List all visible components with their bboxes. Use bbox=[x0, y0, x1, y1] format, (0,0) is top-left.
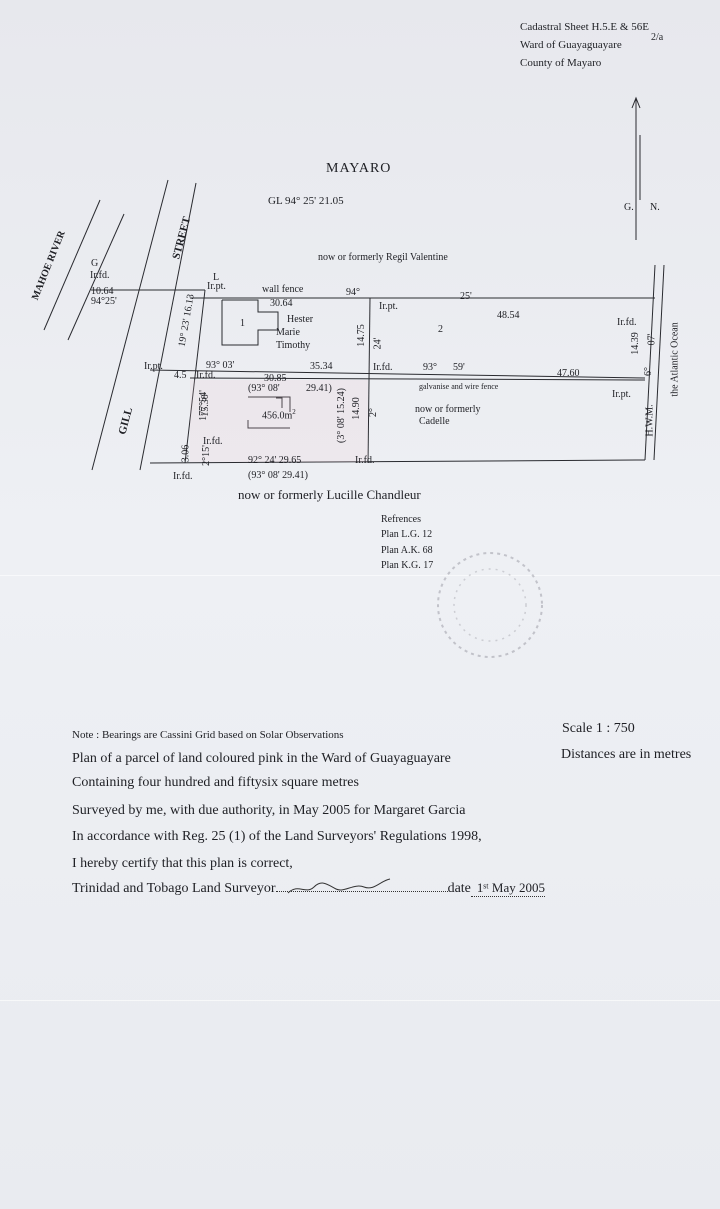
bearing-label: 93° 03' bbox=[206, 360, 235, 371]
river-bank-left bbox=[43, 199, 101, 331]
distance-label: 10.64 bbox=[91, 286, 114, 297]
survey-plan-drawing bbox=[43, 96, 665, 471]
lot-number-2: 2 bbox=[438, 324, 443, 335]
bearing-label: 92° 24' 29.65 bbox=[248, 455, 302, 466]
cadastral-sheet: Cadastral Sheet H.5.E & 56E bbox=[520, 21, 649, 33]
faded-stamp bbox=[437, 552, 543, 658]
distances-note: Distances are in metres bbox=[561, 747, 692, 762]
north-n: N. bbox=[650, 202, 660, 213]
date-value: 1ˢᵗ May 2005 bbox=[470, 880, 545, 897]
distance-label: 47.60 bbox=[557, 368, 580, 379]
owner-name-2: Marie bbox=[276, 327, 300, 338]
signature-line bbox=[275, 878, 448, 894]
iron-found-label: Ir.fd. bbox=[373, 362, 393, 373]
certificate-line-1: Plan of a parcel of land coloured pink i… bbox=[72, 751, 451, 766]
iron-pin-label: Ir.pt. bbox=[144, 361, 163, 372]
owner-name-1: Hester bbox=[287, 314, 314, 325]
bearings-note: Note : Bearings are Cassini Grid based o… bbox=[72, 729, 344, 741]
bearing-label: (93° 08' 29.41) bbox=[248, 470, 308, 481]
bearing-label: (3° 08' 15.24) bbox=[335, 388, 347, 443]
bearing-label: 93° bbox=[423, 362, 437, 373]
iron-found-label: Ir.fd. bbox=[355, 455, 375, 466]
bearing-label: 6° bbox=[643, 367, 654, 376]
neighbor-east-1: now or formerly bbox=[415, 404, 481, 415]
lot-number-1: 1 bbox=[240, 318, 245, 329]
county: County of Mayaro bbox=[520, 57, 602, 69]
mayaro-title: MAYARO bbox=[326, 161, 392, 176]
galvanise-fence-label: galvanise and wire fence bbox=[419, 382, 499, 391]
certificate-line-5: I hereby certify that this plan is corre… bbox=[72, 856, 293, 871]
bearing-label: 2°15' bbox=[200, 445, 212, 466]
pink-parcel bbox=[190, 380, 368, 462]
certificate-line-3: Surveyed by me, with due authority, in M… bbox=[72, 803, 466, 818]
wall-fence-label: wall fence bbox=[262, 284, 304, 295]
distance-label: 14.90 bbox=[350, 397, 362, 420]
ward: Ward of Guayaguayare bbox=[520, 39, 622, 51]
distance-label: 29.41) bbox=[306, 383, 332, 394]
distance-label: 48.54 bbox=[497, 310, 520, 321]
neighbor-east-2: Cadelle bbox=[419, 416, 450, 427]
distance-label: 3.06 bbox=[180, 444, 192, 463]
bearing-label: 94°25' bbox=[91, 296, 117, 307]
surveyor-signature bbox=[287, 878, 390, 894]
bearing-label: 2° bbox=[368, 408, 379, 417]
shared-boundary bbox=[149, 369, 646, 379]
cadastral-sheet-sub: 2/a bbox=[651, 32, 664, 43]
distance-label: 30.64 bbox=[270, 298, 293, 309]
reference-item: Plan K.G. 17 bbox=[381, 560, 434, 571]
bearing-label: 24' bbox=[372, 337, 384, 350]
neighbor-north: now or formerly Regil Valentine bbox=[318, 252, 448, 263]
iron-pin-label: Ir.pt. bbox=[612, 389, 631, 400]
distance-label: 4.5 bbox=[174, 370, 187, 381]
bearing-label: 94° bbox=[346, 287, 360, 298]
north-arrow-head bbox=[631, 96, 641, 109]
references-title: Refrences bbox=[381, 514, 421, 525]
reference-item: Plan L.G. 12 bbox=[381, 529, 433, 540]
iron-found-label: Ir.fd. bbox=[617, 317, 637, 328]
bearing-label: 07' bbox=[646, 333, 658, 346]
certificate-line-4: In accordance with Reg. 25 (1) of the La… bbox=[72, 829, 482, 844]
l-label: L bbox=[213, 272, 220, 283]
iron-found-label: Ir.fd. bbox=[203, 436, 223, 447]
river-bank-right bbox=[67, 213, 125, 341]
house-outline-2 bbox=[248, 396, 291, 412]
paper-fold bbox=[0, 1000, 720, 1001]
paper-fold bbox=[0, 575, 720, 576]
certificate-line-2: Containing four hundred and fiftysix squ… bbox=[72, 775, 359, 790]
neighbor-south: now or formerly Lucille Chandleur bbox=[238, 487, 421, 502]
high-water-mark bbox=[644, 264, 656, 461]
bearing-label: 25' bbox=[460, 291, 472, 302]
area-label: 456.0m2 bbox=[262, 408, 296, 422]
north-g: G. bbox=[624, 202, 634, 213]
iron-pin-label: Ir.pt. bbox=[207, 281, 226, 292]
street-line-left bbox=[91, 179, 169, 471]
scale-label: Scale 1 : 750 bbox=[562, 721, 635, 736]
lot-divider bbox=[367, 297, 371, 464]
street-line-right bbox=[139, 182, 197, 471]
g-label: G bbox=[91, 258, 99, 269]
iron-found-label: Ir.fd. bbox=[196, 370, 216, 381]
house-outline-1 bbox=[221, 299, 279, 346]
iron-pin-label: Ir.pt. bbox=[379, 301, 398, 312]
bearing-label: 59' bbox=[453, 362, 465, 373]
distance-label: 30.85 bbox=[264, 373, 287, 384]
atlantic-ocean-label: the Atlantic Ocean bbox=[669, 322, 681, 397]
iron-found-label: Ir.fd. bbox=[90, 270, 110, 281]
reference-item: Plan A.K. 68 bbox=[381, 545, 433, 556]
distance-label: 14.39 bbox=[629, 332, 641, 355]
distance-label: 15.30 bbox=[199, 394, 211, 417]
gl-bearing: GL 94° 25' 21.05 bbox=[268, 195, 344, 207]
owner-name-3: Timothy bbox=[276, 340, 311, 351]
parcel-south-boundary bbox=[149, 459, 646, 464]
iron-found-label: Ir.fd. bbox=[173, 471, 193, 482]
distance-label: 35.34 bbox=[310, 361, 333, 372]
hwm-label: H.W.M. bbox=[644, 404, 656, 437]
distance-label: 14.75 bbox=[355, 324, 367, 347]
parcel-west-boundary bbox=[184, 289, 206, 464]
bearing-label: (93° 08' bbox=[248, 383, 280, 394]
